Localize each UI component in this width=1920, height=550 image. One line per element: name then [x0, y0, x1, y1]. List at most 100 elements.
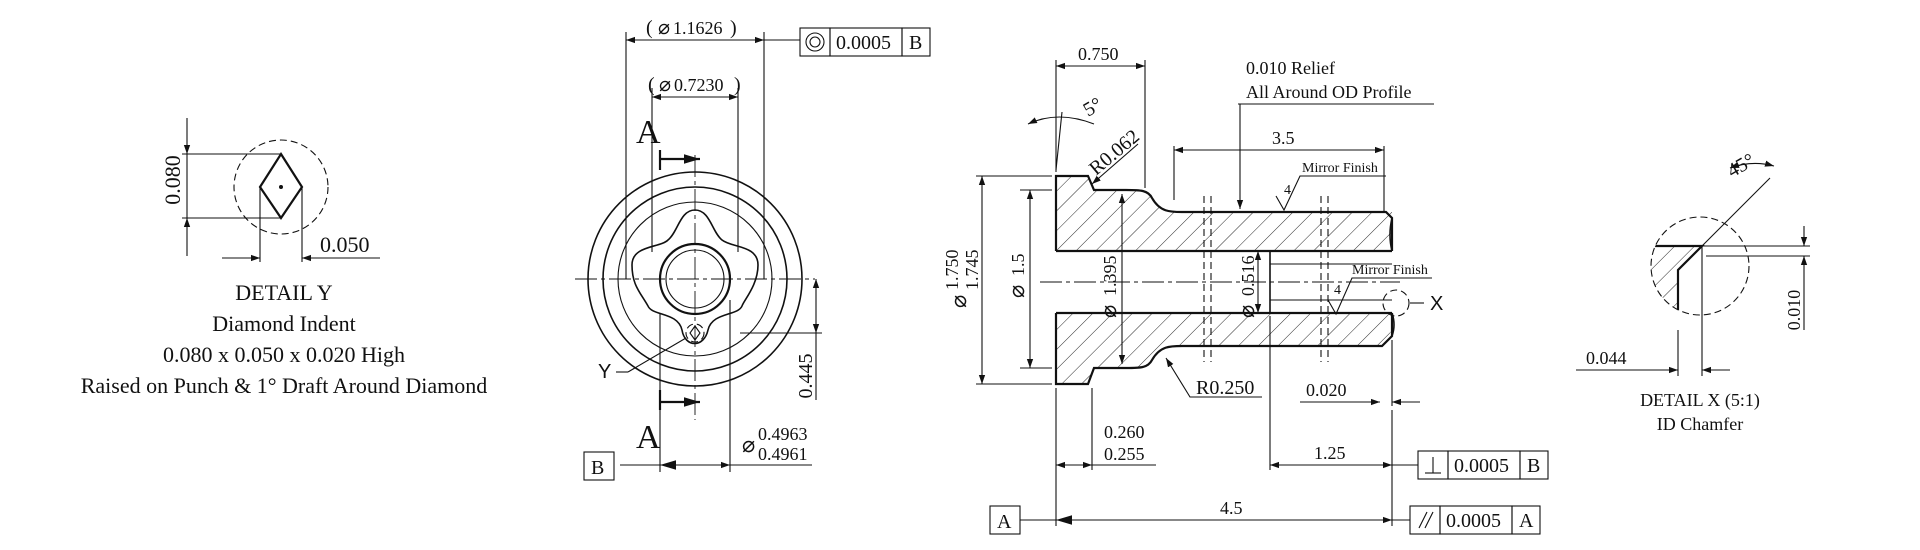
fcf-concentricity: 0.0005 B [799, 27, 931, 57]
detail-y-boundary-circle [233, 139, 329, 235]
dia-id-label: 0.516 [1238, 256, 1258, 297]
dim-inner-ref-paren: ( [648, 74, 655, 96]
dia-bore-label: 1.395 [1100, 256, 1120, 297]
concentric-symbol [805, 32, 825, 52]
parallel-symbol [1418, 511, 1428, 529]
finish-value-1: 4 [1284, 183, 1291, 198]
finish-symbol [1327, 277, 1432, 316]
dim-angle-label: 5° [1080, 93, 1107, 121]
dim-total-label: 4.5 [1220, 498, 1243, 518]
dim-horizontal-label: 0.044 [1586, 348, 1627, 368]
section-wall-top [1056, 176, 1392, 251]
diamond-center-dot [279, 185, 283, 189]
radius-leader-large [1165, 357, 1262, 398]
dia-tol-upper: 0.4963 [758, 424, 808, 444]
fcf-concentric-tol: 0.0005 [836, 32, 891, 54]
fcf-perpendicularity: 0.0005 B [1417, 450, 1549, 480]
relief-circle [617, 201, 773, 357]
detail-x: 45° 0.010 0.044 DETAIL X (5:1) ID Chamfe… [1576, 149, 1810, 434]
dia-tol-lower: 0.4961 [758, 444, 808, 464]
datum-a-box [989, 505, 1021, 535]
finish-note-2: Mirror Finish [1352, 263, 1428, 278]
front-view: Y A A ( ⌀ 1.1626 ) 0.0005 B ( ⌀ [575, 17, 931, 481]
detail-y-line1: Diamond Indent [212, 311, 356, 336]
finish-symbol [1275, 175, 1386, 212]
detail-y: 0.080 0.050 DETAIL Y Diamond Indent 0.08… [81, 118, 488, 398]
section-wall-bottom [1056, 313, 1392, 384]
angle-ext [1055, 111, 1063, 171]
dim-height-label: 0.080 [160, 155, 185, 205]
dim-inner-ref-label: 0.7230 [674, 75, 724, 95]
dim-vertical-label: 0.445 [795, 354, 817, 399]
angle-line [1701, 177, 1771, 247]
dim-flange-label: 0.750 [1078, 44, 1119, 64]
dim-vertical-label: 0.010 [1784, 290, 1804, 331]
detail-x-hatched-region [1651, 246, 1702, 315]
dia-symbol: ⌀ [1234, 305, 1259, 318]
note-relief-line2: All Around OD Profile [1246, 82, 1412, 102]
dia-symbol: ⌀ [742, 432, 755, 457]
section-label-top: A [636, 114, 661, 151]
section-outline-top [1054, 174, 1394, 251]
dim-outer-ref-paren: ) [730, 17, 737, 39]
datum-a-label: A [997, 511, 1012, 533]
bore-outer-circle [658, 242, 732, 316]
diamond-marker [689, 325, 701, 341]
bore-inner-circle [665, 249, 725, 309]
fcf-parallelism: 0.0005 A [1409, 505, 1541, 535]
dim-inner-ref-paren: ) [734, 74, 741, 96]
datum-b-box [583, 451, 615, 481]
detail-y-ref-label: Y [598, 361, 611, 383]
fcf-perp-datum: B [1527, 455, 1540, 477]
fcf-par-datum: A [1519, 510, 1534, 532]
dia-symbol: ⌀ [659, 74, 671, 96]
dim-chamfer-len-label: 0.020 [1306, 380, 1347, 400]
concentric-symbol [809, 36, 821, 48]
fcf-perp-tol: 0.0005 [1454, 455, 1509, 477]
dia-symbol: ⌀ [658, 17, 670, 39]
dim-len-125-label: 1.25 [1314, 443, 1346, 463]
dia-symbol: ⌀ [1096, 305, 1121, 318]
dia-shank-label: 1.5 [1008, 254, 1028, 277]
dim-outer-ref-label: 1.1626 [673, 18, 723, 38]
angle-arc [1729, 160, 1775, 169]
section-outline-bottom [1054, 313, 1394, 386]
dim-outer-ref-paren: ( [646, 17, 653, 39]
fcf-concentric-datum: B [909, 32, 922, 54]
detail-y-title: DETAIL Y [235, 280, 333, 305]
finish-note-1: Mirror Finish [1302, 161, 1378, 176]
dim-angle-label: 45° [1724, 149, 1759, 182]
dia-symbol: ⌀ [1004, 285, 1029, 298]
finish-value-2: 4 [1334, 283, 1341, 298]
detail-y-leader [627, 337, 687, 373]
detail-x-boundary-circle [1650, 216, 1750, 316]
radius-leader-small [1091, 143, 1139, 185]
dia-od-lower: 1.745 [962, 250, 982, 291]
angle-arc [1027, 116, 1095, 125]
detail-y-line3: Raised on Punch & 1° Draft Around Diamon… [81, 373, 488, 398]
detail-x-ref-label: X [1430, 293, 1443, 315]
shank-circle [602, 186, 788, 372]
section-view: X 0.750 5° R0.062 0.010 Relief All Aroun… [942, 44, 1549, 535]
dim-width-label: 0.050 [320, 232, 370, 257]
punch-tip-profile [631, 209, 759, 345]
detail-x-ref-circle [1382, 289, 1410, 317]
dim-radius-large-label: R0.250 [1196, 377, 1254, 399]
detail-y-ref-circle [685, 323, 705, 343]
dim-radius-small-label: R0.062 [1085, 125, 1144, 179]
datum-b-label: B [591, 457, 604, 479]
detail-x-title: DETAIL X (5:1) [1640, 390, 1760, 411]
dia-od-upper: 1.750 [942, 250, 962, 291]
outer-flange-circle [587, 171, 803, 387]
parallel-symbol [1424, 511, 1434, 529]
note-relief-line1: 0.010 Relief [1246, 58, 1335, 78]
detail-y-line2: 0.080 x 0.050 x 0.020 High [163, 342, 405, 367]
fcf-par-tol: 0.0005 [1446, 510, 1501, 532]
detail-x-subtitle: ID Chamfer [1657, 414, 1743, 434]
dia-symbol: ⌀ [946, 295, 971, 308]
detail-x-chamfer-profile [1651, 244, 1705, 315]
section-label-bottom: A [636, 419, 661, 456]
dim-flange-upper: 0.260 [1104, 422, 1145, 442]
dim-length-mid-label: 3.5 [1272, 128, 1295, 148]
